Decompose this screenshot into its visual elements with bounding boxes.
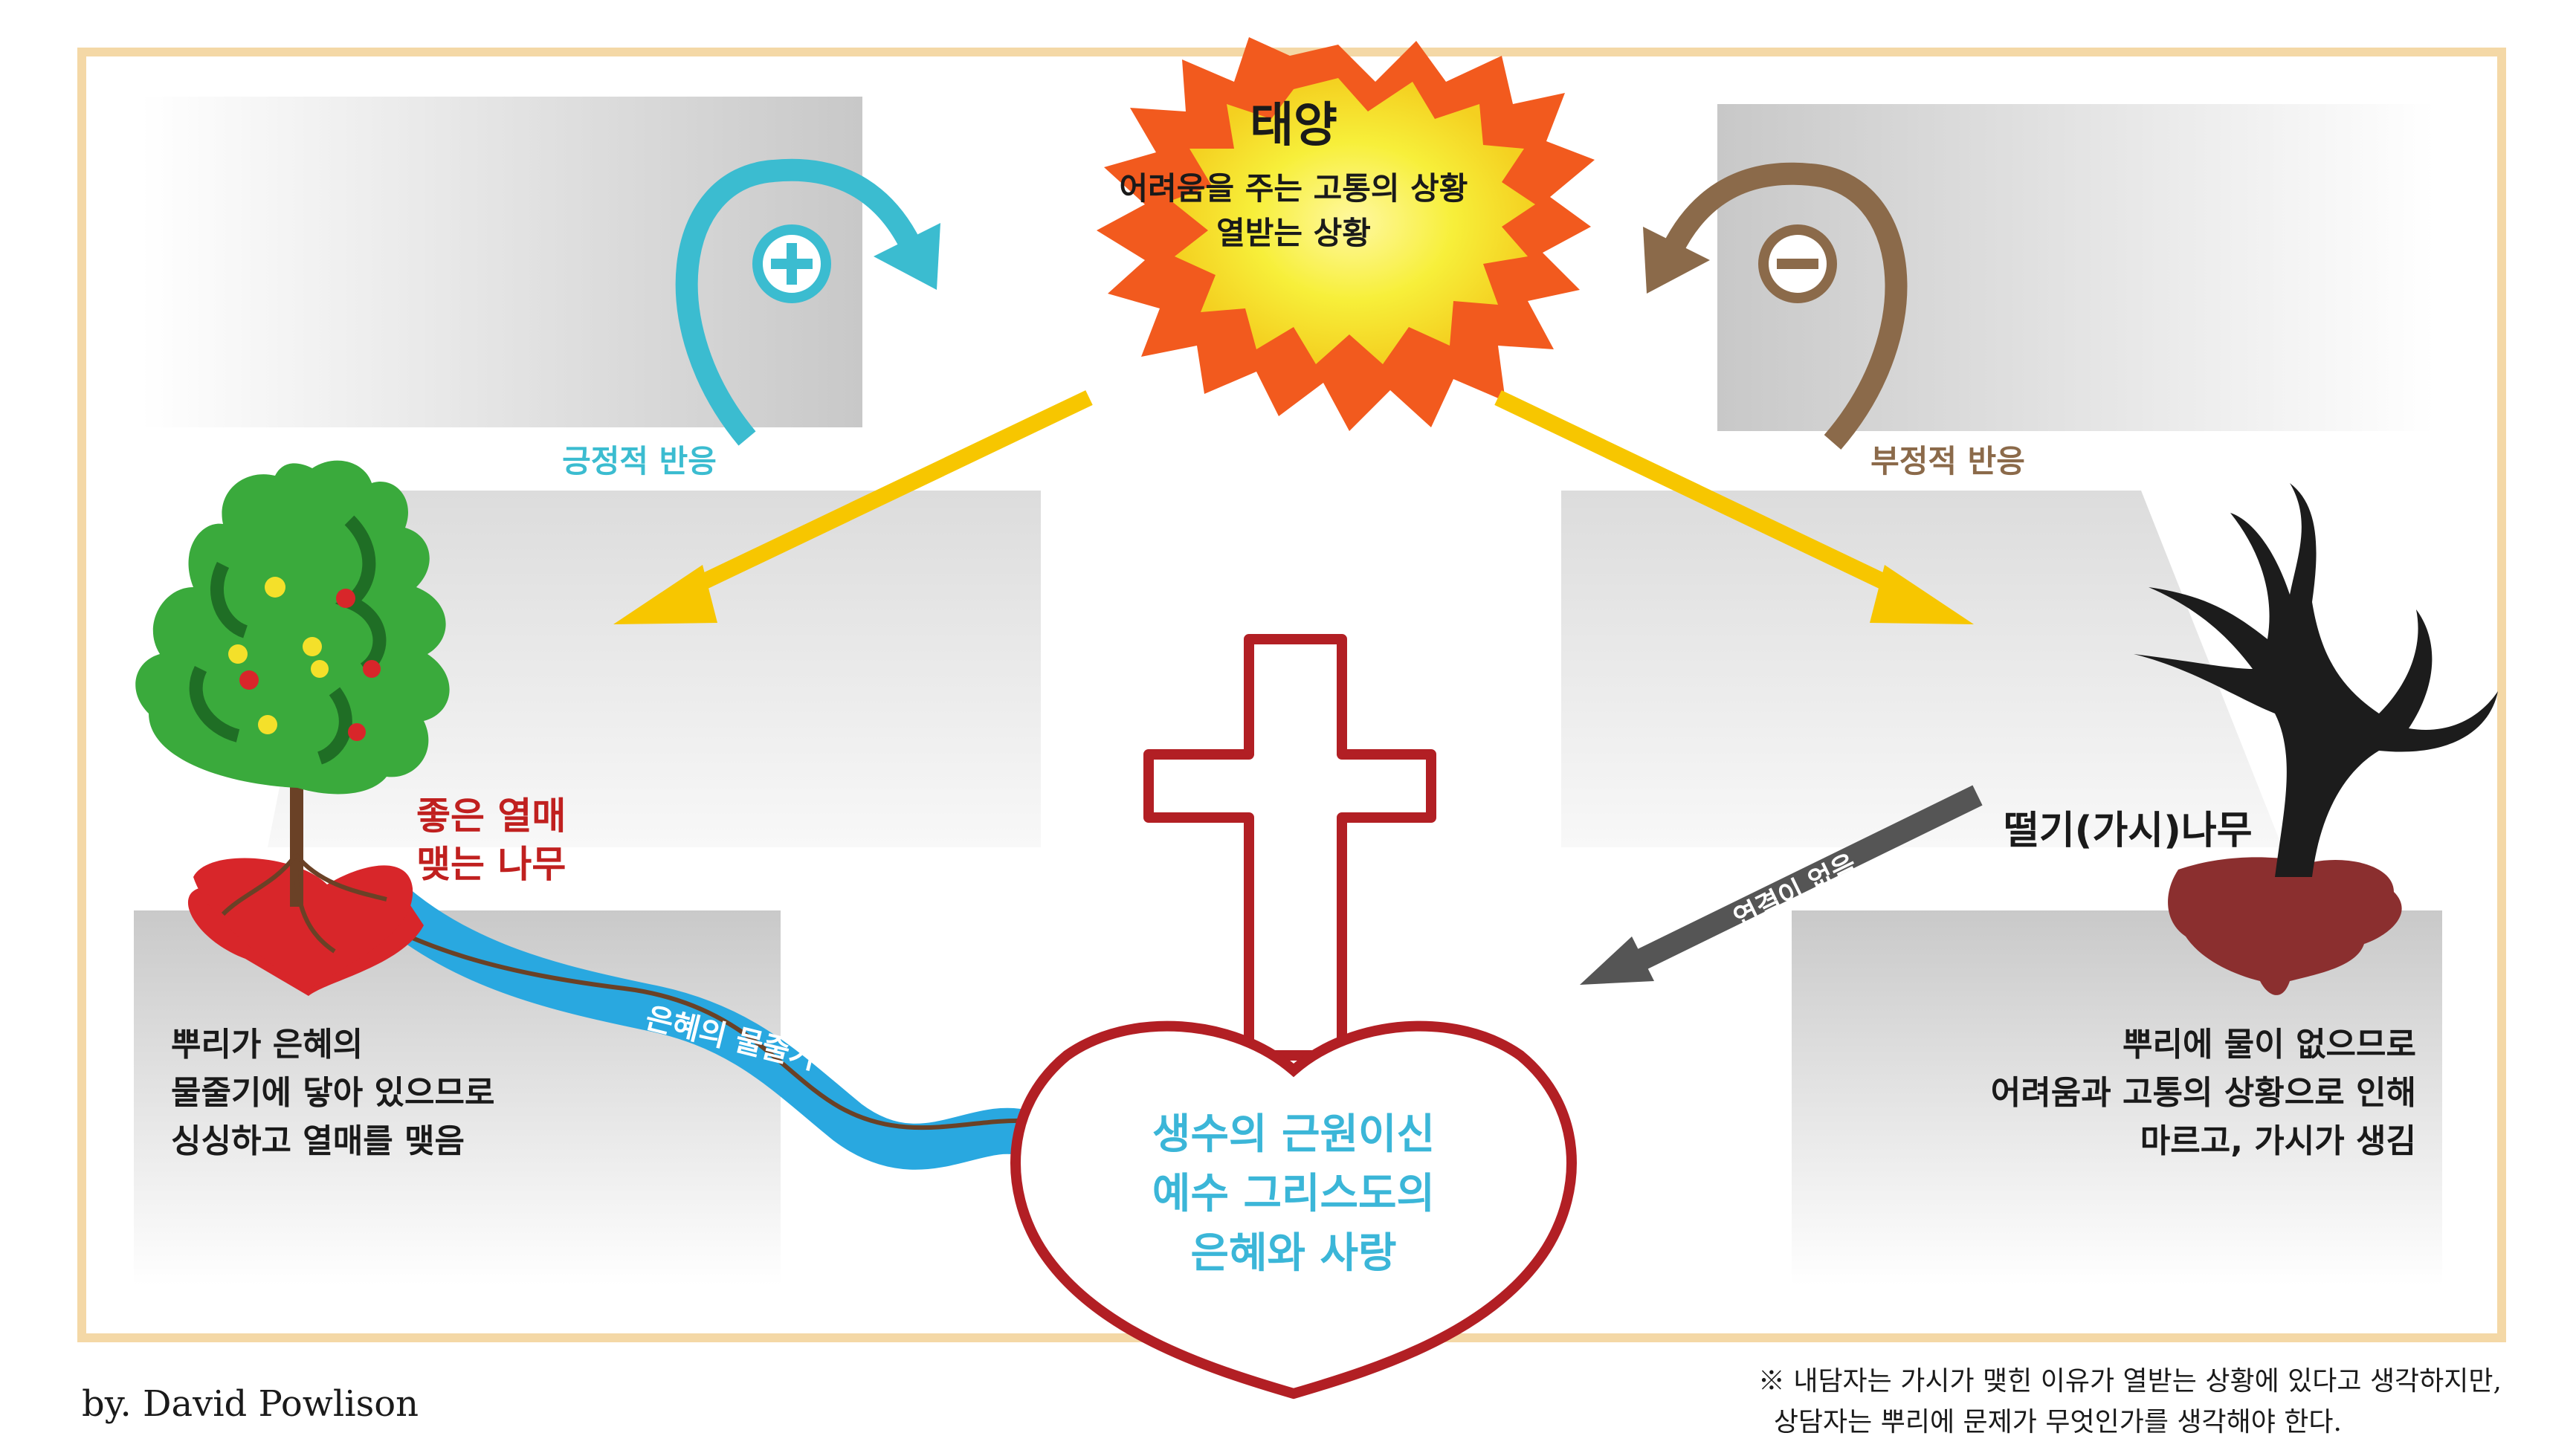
author-credit: by. David Powlison (82, 1383, 419, 1425)
minus-icon (1758, 224, 1837, 303)
right-desc-1: 뿌리에 물이 없으므로 (2123, 1026, 2416, 1064)
negative-arrow (1662, 162, 1908, 450)
sun-to-right-arrowhead (1870, 565, 1974, 624)
good-tree-label-1: 좋은 열매 (416, 795, 566, 838)
thorn-tree-label: 떨기(가시)나무 (2004, 809, 2253, 853)
sun-line-2: 열받는 상황 (1216, 215, 1371, 251)
negative-arrowhead (1643, 227, 1710, 294)
no-connection-arrowhead (1580, 936, 1654, 985)
center-heart (1010, 1020, 1577, 1400)
left-desc-1: 뿌리가 은혜의 (171, 1026, 363, 1064)
center-line-2: 예수 그리스도의 (1152, 1170, 1435, 1218)
left-desc-3: 싱싱하고 열매를 맺음 (171, 1122, 465, 1160)
sun-title: 태양 (1250, 98, 1337, 153)
panel-mid-right (1561, 491, 2282, 847)
negative-reaction-label: 부정적 반응 (1870, 443, 2025, 479)
panel-top-left (141, 97, 862, 427)
no-connection-arrow (1630, 785, 1983, 973)
footnote-2: 상담자는 뿌리에 문제가 무엇인가를 생각해야 한다. (1774, 1407, 2342, 1437)
good-tree-label-2: 맺는 나무 (416, 843, 566, 886)
panel-top-right (1717, 104, 2435, 431)
positive-reaction-label: 긍정적 반응 (562, 443, 717, 479)
healthy-tree (135, 460, 450, 996)
panel-mid-left (268, 491, 1041, 847)
sun-core (1171, 78, 1535, 364)
right-desc-3: 마르고, 가시가 생김 (2140, 1122, 2416, 1160)
panel-bottom-right (1792, 910, 2442, 1286)
left-desc-2: 물줄기에 닿아 있으므로 (171, 1074, 494, 1112)
sun-to-left-arrow (673, 390, 1093, 602)
dead-tree (2134, 483, 2498, 995)
sun-to-right-arrow (1494, 390, 1914, 602)
positive-arrow (675, 158, 921, 446)
sun-to-left-arrowhead (613, 565, 717, 624)
center-line-3: 은혜와 사랑 (1190, 1229, 1396, 1278)
plus-icon (752, 224, 831, 303)
right-desc-2: 어려움과 고통의 상황으로 인해 (1991, 1074, 2416, 1112)
sun-line-1: 어려움을 주는 고통의 상황 (1120, 170, 1468, 207)
footnote-1: ※ 내담자는 가시가 맺힌 이유가 열받는 상황에 있다고 생각하지만, (1758, 1366, 2502, 1397)
stream-root (326, 890, 1027, 1130)
positive-arrowhead (874, 223, 940, 290)
center-line-1: 생수의 근원이신 (1152, 1110, 1435, 1159)
